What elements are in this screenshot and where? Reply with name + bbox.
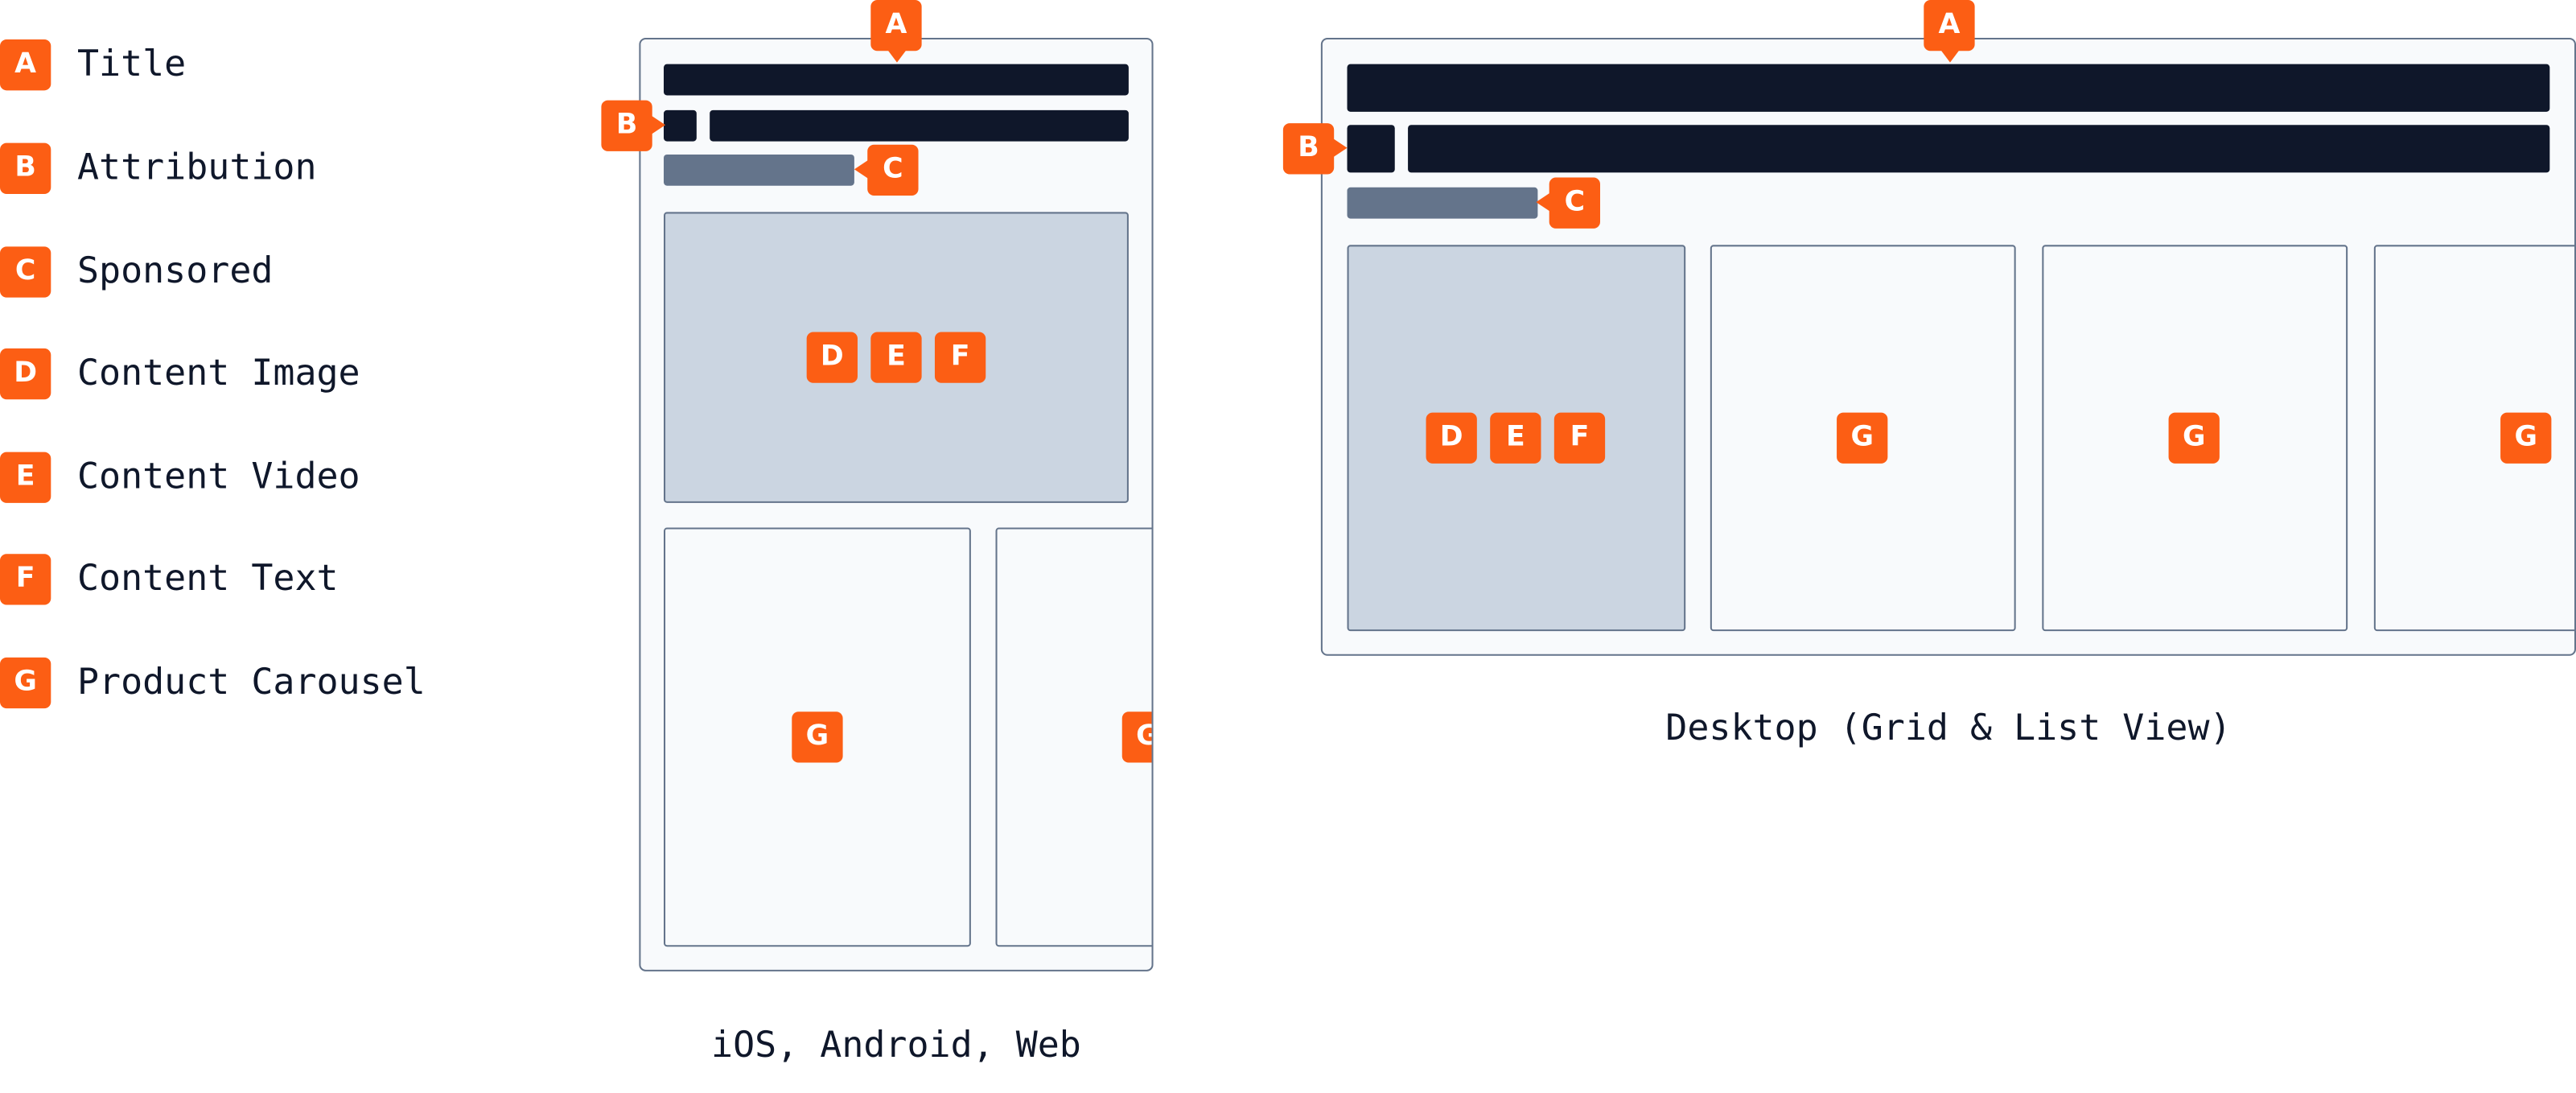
legend-label: Attribution — [76, 147, 317, 189]
legend-label: Sponsored — [76, 251, 274, 293]
mobile-caption: iOS, Android, Web — [711, 1025, 1081, 1067]
title-bar — [664, 64, 1129, 96]
marker-g: G — [1837, 412, 1888, 464]
sponsored-bar — [1347, 187, 1538, 219]
attribution-bar — [1408, 125, 2550, 173]
title-bar — [1347, 64, 2550, 112]
legend-badge: G — [0, 657, 51, 709]
desktop-caption: Desktop (Grid & List View) — [1665, 708, 2232, 750]
marker-c: C — [1536, 177, 1601, 229]
marker-g: G — [1121, 711, 1152, 763]
attribution-avatar — [664, 109, 697, 142]
legend-label: Product Carousel — [76, 662, 426, 704]
marker-e: E — [870, 332, 922, 383]
marker-a: A — [1924, 0, 1975, 63]
legend-badge: C — [0, 246, 51, 298]
mobile-frame: G — [639, 37, 1154, 971]
marker-g: G — [792, 711, 843, 763]
marker-d: D — [1426, 412, 1477, 464]
attribution-bar — [710, 109, 1129, 142]
marker-g: G — [2168, 412, 2220, 464]
marker-g: G — [2500, 412, 2552, 464]
legend-badge: A — [0, 39, 51, 91]
legend-label: Content Text — [76, 559, 339, 600]
marker-f: F — [934, 332, 986, 383]
desktop-frame — [1320, 37, 2576, 656]
marker-b: B — [601, 100, 666, 151]
marker-e: E — [1490, 412, 1541, 464]
legend-label: Content Video — [76, 456, 360, 498]
marker-a: A — [870, 0, 922, 63]
marker-d: D — [806, 332, 858, 383]
legend-badge: B — [0, 142, 51, 194]
marker-c: C — [854, 144, 919, 196]
marker-f: F — [1553, 412, 1606, 464]
sponsored-bar — [664, 154, 854, 186]
legend-badge: F — [0, 554, 51, 605]
legend-badge: D — [0, 348, 51, 400]
marker-b: B — [1282, 123, 1348, 175]
legend-label: Content Image — [76, 353, 360, 395]
legend-badge: E — [0, 452, 51, 503]
attribution-avatar — [1347, 125, 1395, 173]
legend-label: Title — [76, 44, 187, 86]
